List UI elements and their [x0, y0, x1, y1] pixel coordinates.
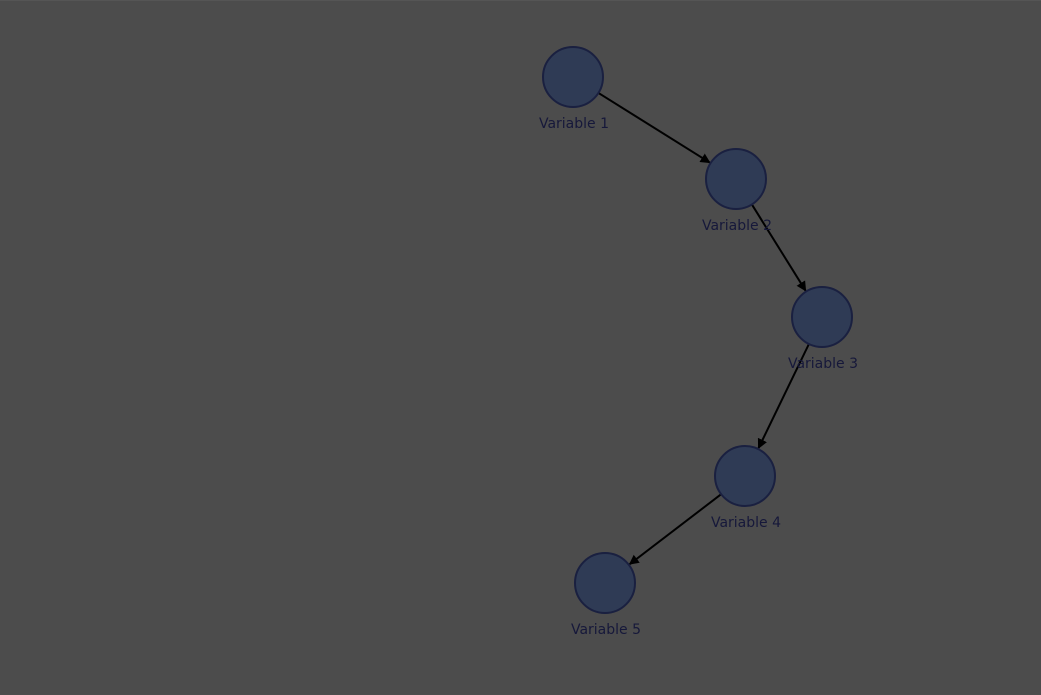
node-circle[interactable]: [791, 286, 853, 348]
node-v1[interactable]: Variable 1: [539, 46, 609, 132]
nodes-layer: Variable 1 Variable 2 Variable 3 Variable 4…: [539, 46, 858, 638]
edge-v3-v4[interactable]: [757, 343, 810, 449]
node-circle[interactable]: [542, 46, 604, 108]
node-label: Variable 3: [788, 356, 858, 372]
node-v5[interactable]: Variable 5: [571, 552, 641, 638]
node-v2[interactable]: Variable 2: [702, 148, 772, 234]
node-label: Variable 5: [571, 622, 641, 638]
node-label: Variable 2: [702, 218, 772, 234]
edge-v1-v2[interactable]: [597, 92, 711, 164]
edge-v2-v3[interactable]: [751, 203, 807, 292]
node-label: Variable 4: [711, 515, 781, 531]
edges-layer: [597, 92, 810, 565]
node-circle[interactable]: [705, 148, 767, 210]
edge-v4-v5[interactable]: [628, 493, 722, 565]
node-label: Variable 1: [539, 116, 609, 132]
node-v3[interactable]: Variable 3: [788, 286, 858, 372]
node-circle[interactable]: [714, 445, 776, 507]
node-v4[interactable]: Variable 4: [711, 445, 781, 531]
node-circle[interactable]: [574, 552, 636, 614]
